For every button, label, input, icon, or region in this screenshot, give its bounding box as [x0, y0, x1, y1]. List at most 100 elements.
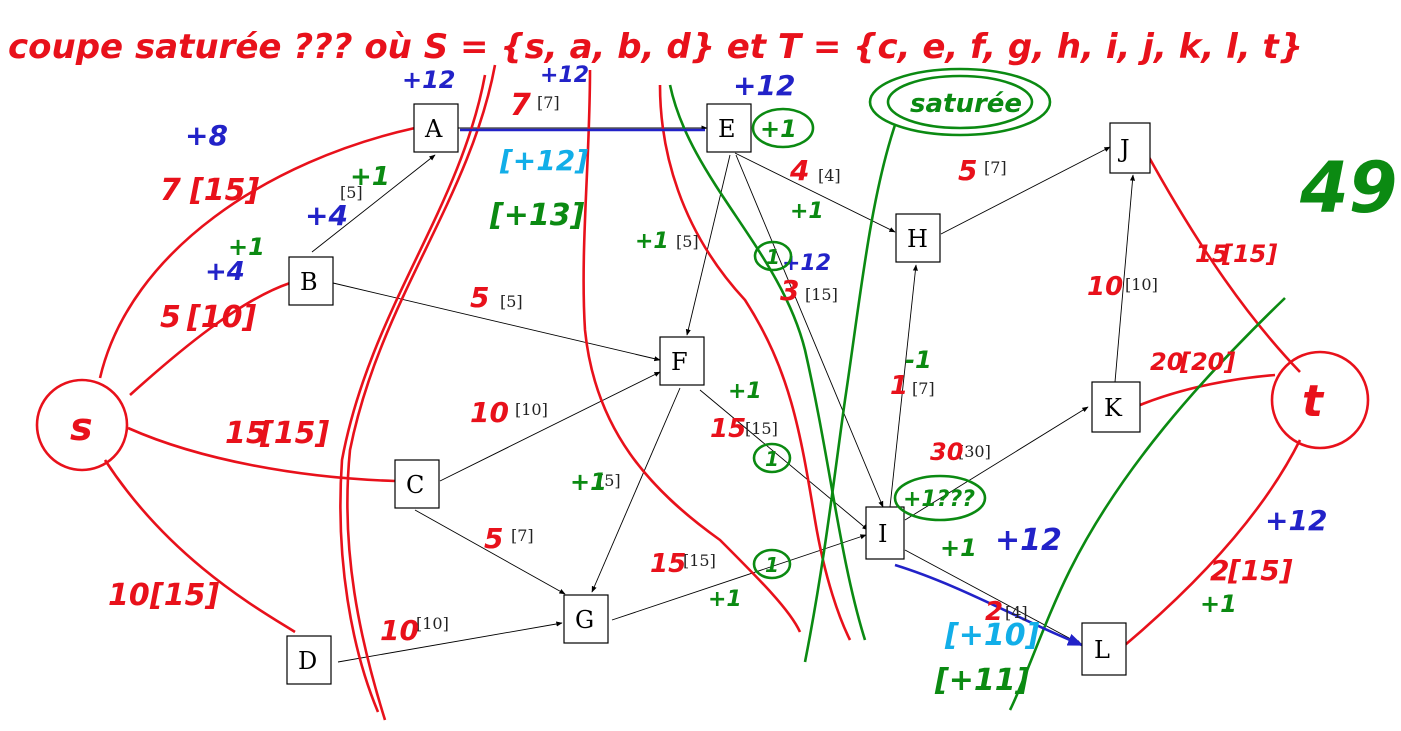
edge-j-t — [1143, 149, 1301, 373]
flow-i-k: 30 — [930, 438, 963, 466]
source-node: s — [35, 378, 129, 472]
cyan-ae: [+12] — [499, 144, 588, 177]
flow-s-c: 15 — [225, 416, 267, 451]
edge-i-l — [904, 549, 1083, 646]
cyan-il: [+10] — [944, 618, 1040, 653]
cut-line-1b — [339, 74, 487, 713]
green-ei-circle: 1 — [766, 245, 780, 269]
node-a: A — [413, 103, 459, 153]
flow-e-h: 4 — [789, 154, 809, 187]
blue-ba: +4 — [305, 199, 348, 232]
edge-i-k — [904, 406, 1089, 521]
node-f-label: F — [671, 348, 688, 376]
capacity-c-f: [10] — [515, 400, 548, 419]
node-c: C — [394, 459, 440, 509]
edge-s-d — [103, 459, 296, 634]
node-i-label: I — [878, 520, 887, 548]
flow-k-t: 20 — [1150, 348, 1183, 376]
node-g-label: G — [575, 606, 594, 634]
capacity-e-h: [4] — [818, 166, 841, 185]
total-flow-value: 49 — [1299, 147, 1397, 229]
cut-line-1 — [346, 64, 497, 721]
green-ef: +1 — [635, 229, 669, 254]
capacity-l-t: [15] — [1227, 554, 1293, 587]
capacity-k-j: [10] — [1125, 275, 1158, 294]
blue-e-top: +12 — [733, 69, 795, 102]
edge-k-j — [1114, 174, 1136, 383]
green-ba: +1 — [350, 162, 390, 192]
node-h-label: H — [907, 225, 928, 253]
flow-labels-red: 7 [15] 5 [10] 15 [15] 10 [15] 7 5 10 5 1… — [108, 88, 1293, 647]
flow-s-d: 10 — [108, 578, 150, 613]
capacity-j-t: [15] — [1221, 240, 1277, 268]
blue-i-right: +12 — [995, 523, 1062, 558]
capacity-h-j: [7] — [984, 158, 1007, 177]
flow-b-f: 5 — [470, 281, 489, 314]
flow-d-g: 10 — [380, 614, 419, 647]
blue-ae-mid: +12 — [540, 63, 589, 88]
node-b: B — [288, 256, 334, 306]
flow-i-l: 2 — [985, 597, 1003, 627]
blue-sb: +4 — [205, 257, 245, 287]
edge-d-g — [337, 621, 563, 663]
flow-l-t: 2 — [1210, 554, 1229, 587]
cut-lines-green — [668, 84, 1286, 711]
saturated-label: saturée — [910, 89, 1022, 119]
capacity-g-i: [15] — [683, 551, 716, 570]
sink-label: t — [1302, 376, 1325, 427]
blue-s-top: +8 — [185, 119, 228, 152]
node-k-label: K — [1104, 394, 1123, 422]
node-g: G — [563, 594, 609, 644]
edge-f-i — [699, 389, 869, 531]
saturated-callout: saturée — [868, 67, 1052, 137]
capacity-f-i: [15] — [745, 419, 778, 438]
node-b-label: B — [300, 268, 318, 296]
node-e: E — [706, 103, 752, 153]
flow-s-b: 5 — [160, 300, 181, 335]
green-cut-1 — [668, 84, 867, 641]
blue-annotations: +12 +12 +12 +8 +4 +4 +12 +12 +12 — [185, 63, 1327, 558]
capacity-s-a: [15] — [189, 173, 259, 208]
green-cut-3 — [1008, 297, 1286, 711]
green-fi-top: +1 — [728, 379, 762, 404]
green-lt: +1 — [1200, 590, 1237, 618]
node-h: H — [895, 213, 941, 263]
cut-line-2 — [582, 69, 802, 633]
edge-l-t — [1124, 439, 1302, 646]
capacity-k-t: [20] — [1179, 348, 1235, 376]
blue-edge-i-l — [894, 563, 1084, 647]
flow-h-j: 5 — [958, 154, 977, 187]
green-ih: -1 — [905, 346, 932, 374]
capacity-labels: [7] [5] [5] [10] [7] [10] [4] [5] [15] [… — [340, 93, 1158, 633]
edge-s-b — [129, 281, 291, 396]
edge-f-g — [591, 387, 681, 593]
blue-lt: +12 — [1265, 504, 1327, 537]
flow-f-i: 15 — [710, 414, 746, 444]
node-j-label: J — [1117, 135, 1130, 163]
capacity-e-i: [15] — [805, 285, 838, 304]
capacity-f-g: [5] — [598, 471, 621, 490]
title: coupe saturée ??? où S = {s, a, b, d} et… — [8, 27, 1303, 67]
capacity-i-l: [4] — [1005, 603, 1028, 622]
edge-c-f — [439, 371, 661, 482]
edge-s-a — [98, 126, 416, 379]
green-e-box: +1 — [760, 115, 797, 143]
cut-lines — [339, 64, 852, 721]
capacity-b-a: [5] — [340, 183, 363, 202]
edge-h-j — [940, 146, 1111, 235]
green-ae-box: [+13] — [489, 198, 585, 233]
capacity-i-k: [30] — [958, 442, 991, 461]
edge-e-i — [735, 154, 884, 508]
node-a-label: A — [424, 115, 443, 143]
blue-a-top: +12 — [402, 66, 456, 94]
green-sb: +1 — [228, 233, 265, 261]
green-annotations: +1 +1 +1 +1 +1 1 +1 1 +1 1 +1 -1 +1??? +… — [228, 107, 1237, 698]
edge-b-f — [332, 282, 661, 362]
cut-line-3 — [658, 84, 852, 641]
capacity-i-h: [7] — [912, 379, 935, 398]
capacity-s-b: [10] — [186, 300, 256, 335]
edge-i-h — [889, 264, 918, 508]
capacity-s-d: [15] — [149, 578, 219, 613]
capacity-d-g: [10] — [416, 614, 449, 633]
